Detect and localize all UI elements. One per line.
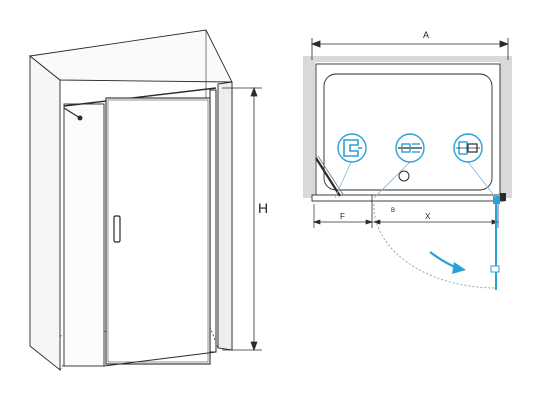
tray-basin: [323, 73, 493, 191]
perspective-view: [28, 29, 233, 371]
support-bar: [63, 87, 217, 107]
pivot-hinge-icon: [395, 133, 425, 163]
back-wall-top: [28, 29, 233, 83]
fixed-panel-label: F: [340, 212, 345, 221]
left-wall-plan: [303, 58, 315, 198]
right-wall: [217, 81, 233, 351]
right-wall-plan: [500, 58, 512, 198]
wall-bracket-icon: [337, 133, 367, 163]
drain: [398, 170, 410, 182]
fixed-glass-panel: [63, 103, 105, 367]
door-handle: [113, 215, 121, 243]
front-profile: [311, 194, 505, 202]
door-opening-label: X: [425, 212, 431, 221]
door-hinge-icon: [453, 133, 483, 163]
plan-view: A F X B: [303, 30, 512, 290]
door-panel: [105, 97, 211, 365]
width-dimension: [310, 38, 510, 60]
width-label: A: [423, 30, 429, 40]
height-dimension: [222, 86, 262, 352]
door-profile: [209, 89, 217, 353]
support-bar-plan: [315, 157, 341, 197]
left-wall: [29, 55, 61, 371]
height-label: H: [258, 200, 268, 216]
door-swing-arc: [373, 203, 497, 289]
gap-label: B: [391, 208, 395, 214]
back-wall-plan: [303, 56, 512, 62]
